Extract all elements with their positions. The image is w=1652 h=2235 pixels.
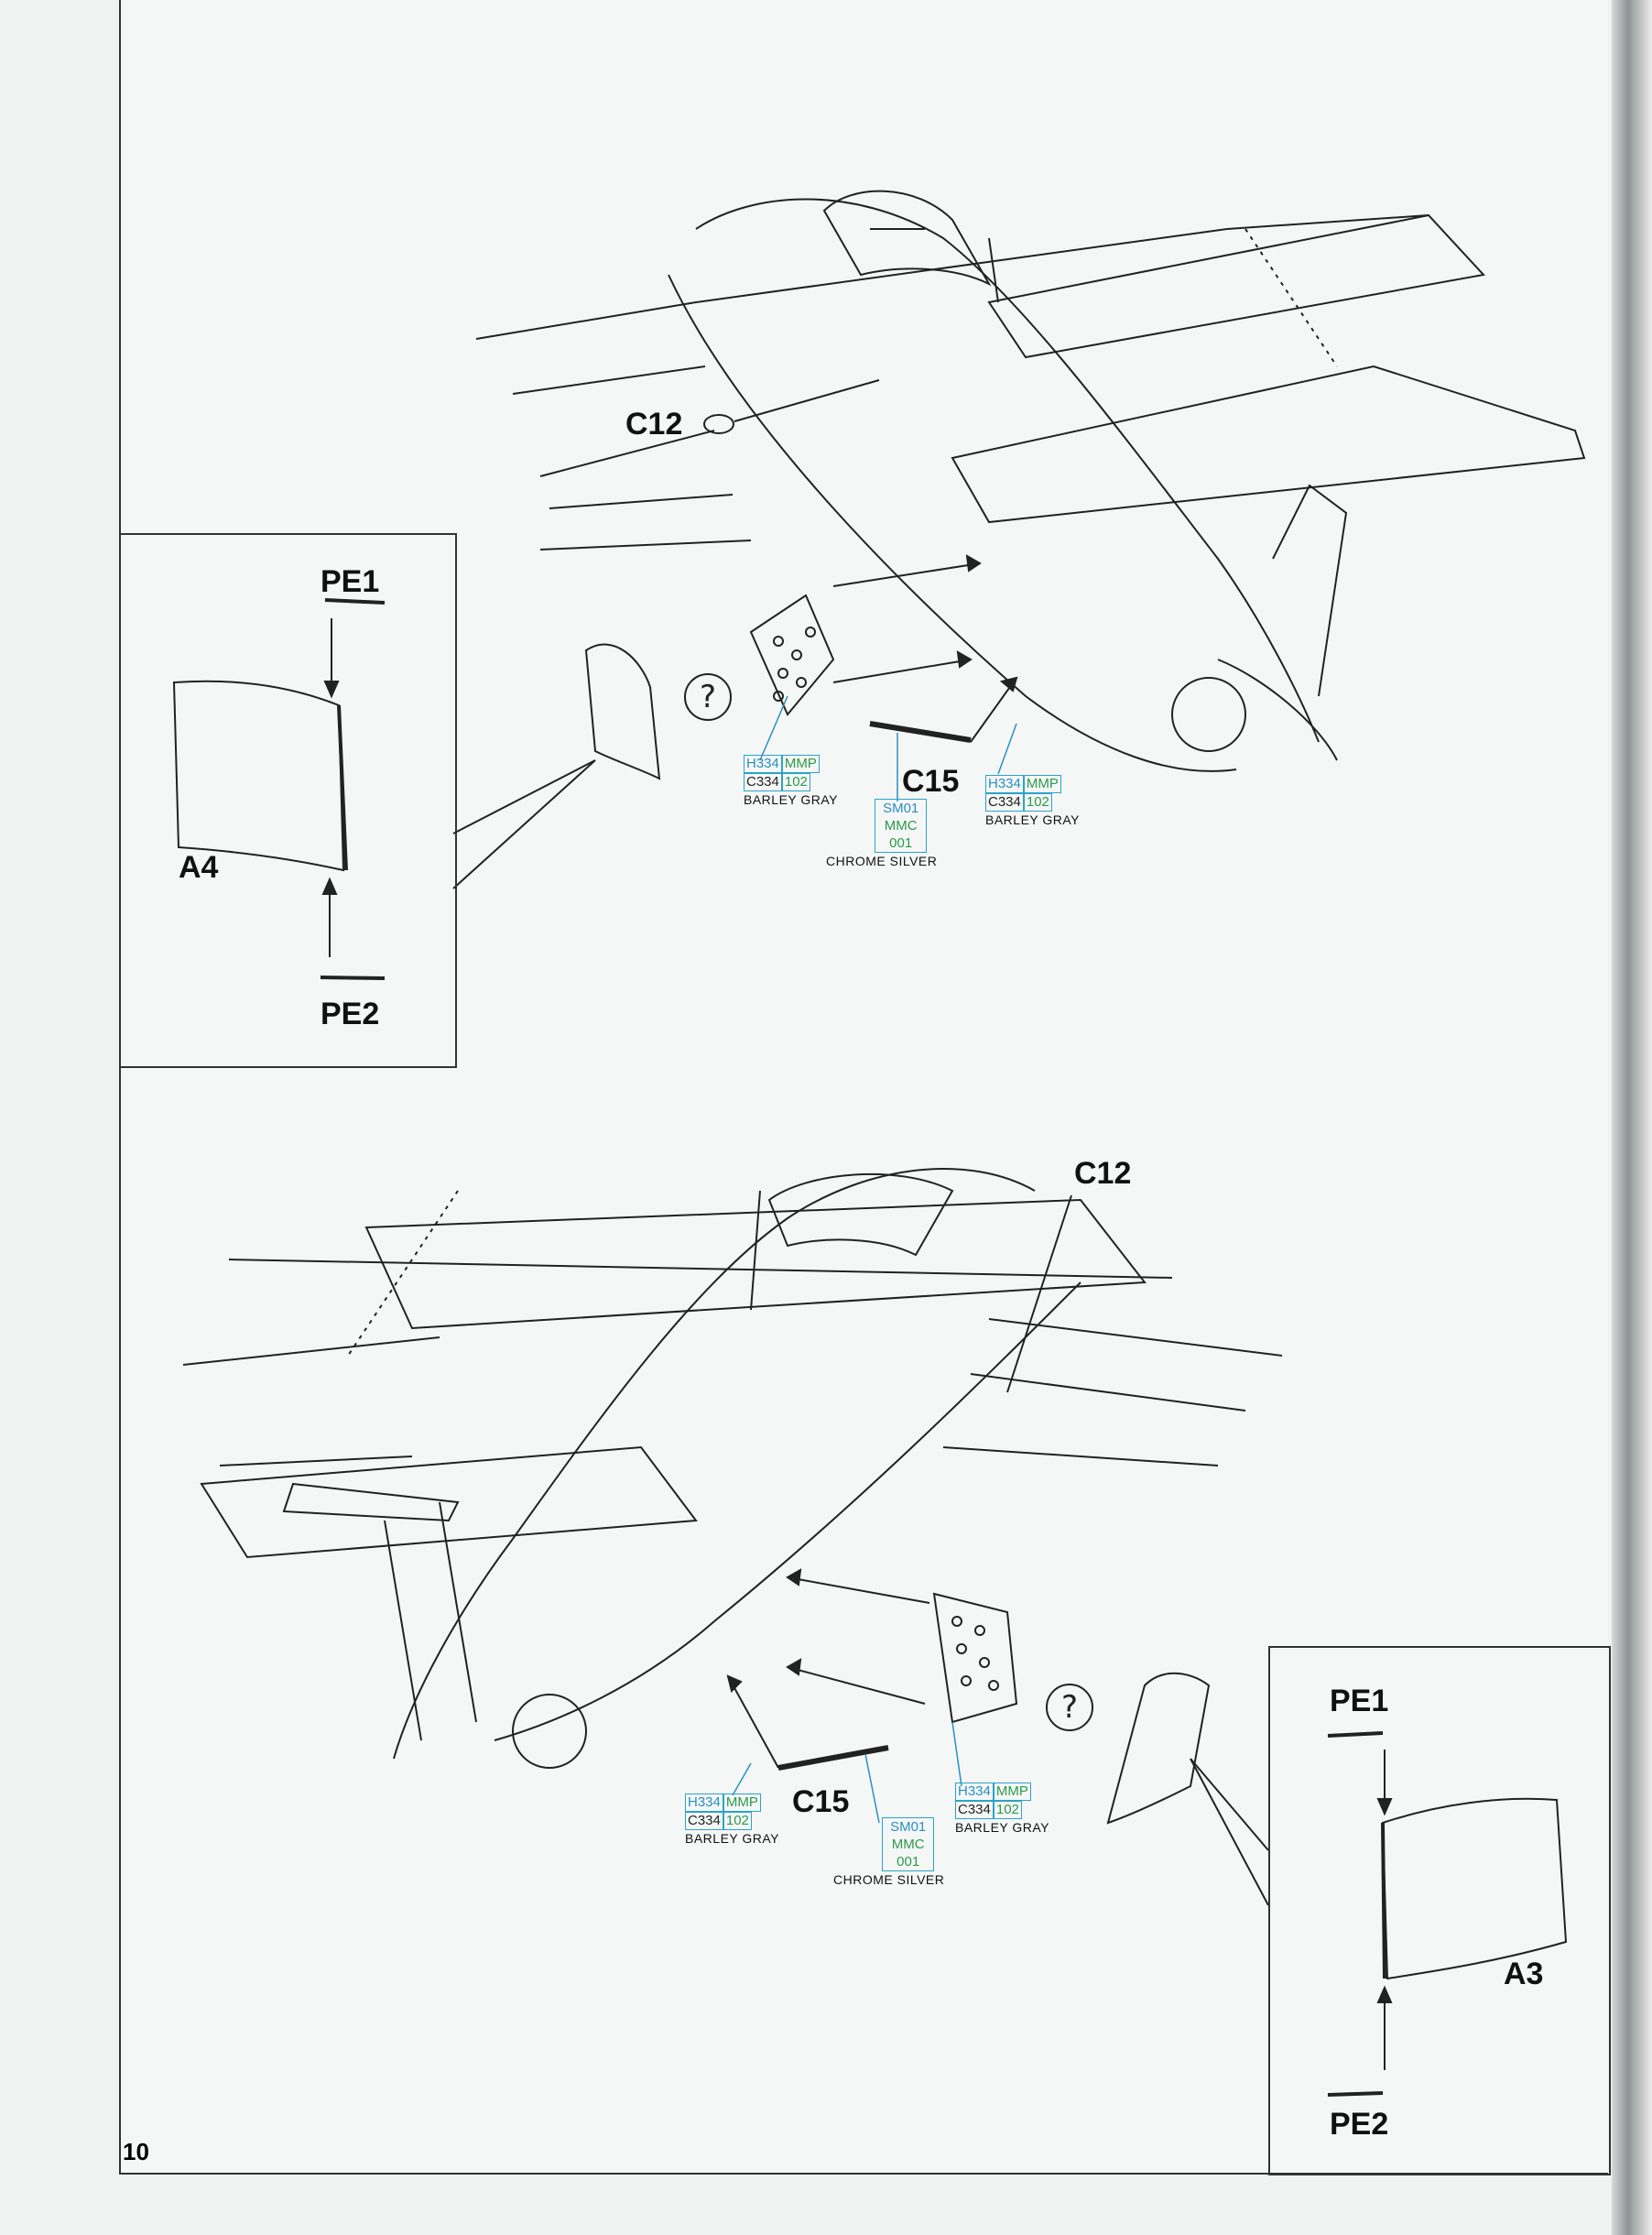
paint-code-num: 102	[1023, 793, 1052, 812]
paint-code-c: C334	[985, 793, 1024, 812]
paint-code-c: C334	[955, 1801, 994, 1819]
paint-code-c: C334	[744, 773, 782, 791]
bottom-inset-frame	[1268, 1646, 1611, 2175]
paint-name: CHROME SILVER	[833, 1872, 945, 1887]
part-label-c12: C12	[1074, 1156, 1132, 1191]
question-mark-icon: ?	[684, 673, 732, 721]
part-label-a3: A3	[1504, 1957, 1544, 1991]
question-mark-icon: ?	[1046, 1684, 1093, 1731]
paint-code-num: 102	[723, 1812, 752, 1830]
bottom-inset-drawing	[1327, 1731, 1568, 2097]
paint-code-h: H334	[685, 1793, 723, 1812]
paint-name: BARLEY GRAY	[955, 1820, 1050, 1835]
paint-code-num: 102	[781, 773, 810, 791]
paint-code-sm: SM01	[890, 1819, 927, 1835]
bottom-aircraft-drawing	[182, 1168, 1283, 1906]
paint-code-h: H334	[985, 775, 1024, 793]
paint-code-h: H334	[744, 755, 782, 773]
paint-code-h: H334	[955, 1783, 994, 1801]
paint-code-mmc: MMC	[884, 818, 918, 834]
page-edge	[1612, 0, 1652, 2235]
paint-code-mmc: MMC	[891, 1837, 925, 1852]
paint-callout-chrome-silver: SM01 MMC 001 CHROME SILVER	[833, 1817, 944, 1888]
part-label-pe1: PE1	[1330, 1684, 1389, 1718]
paint-name: CHROME SILVER	[826, 854, 938, 868]
paint-code-mmp: MMP	[993, 1783, 1031, 1801]
top-aircraft-drawing	[452, 190, 1586, 889]
page-number: 10	[123, 2138, 149, 2165]
paint-callout-chrome-silver: SM01 MMC 001 CHROME SILVER	[826, 799, 937, 869]
paint-code-c: C334	[685, 1812, 723, 1830]
instruction-page	[119, 0, 1608, 2175]
paint-name: BARLEY GRAY	[685, 1831, 780, 1846]
part-label-pe1: PE1	[321, 564, 380, 599]
paint-code-mmp: MMP	[1023, 775, 1061, 793]
paint-code-num: 102	[993, 1801, 1022, 1819]
part-label-c15: C15	[792, 1784, 850, 1819]
paint-code-num: 001	[889, 835, 913, 851]
part-label-a4: A4	[179, 850, 219, 885]
part-label-pe2: PE2	[1330, 2107, 1389, 2142]
paint-code-num: 001	[897, 1854, 920, 1870]
part-label-c12: C12	[625, 407, 683, 442]
paint-code-sm: SM01	[883, 801, 919, 816]
paint-name: BARLEY GRAY	[985, 812, 1081, 827]
top-inset-drawing	[172, 598, 386, 980]
paint-code-mmp: MMP	[723, 1793, 761, 1812]
part-label-c15: C15	[902, 764, 960, 799]
part-label-pe2: PE2	[321, 997, 380, 1031]
paint-code-mmp: MMP	[781, 755, 820, 773]
top-inset-frame	[119, 533, 457, 1068]
paint-name: BARLEY GRAY	[744, 792, 839, 807]
